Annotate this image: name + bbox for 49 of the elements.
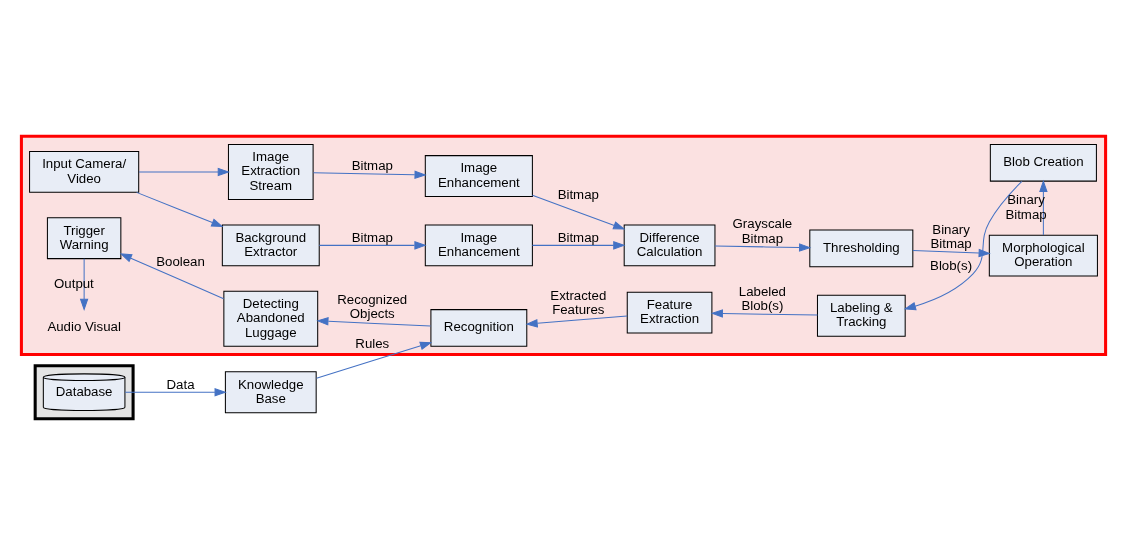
edge-label: Bitmap <box>351 229 393 245</box>
arrow <box>79 257 89 311</box>
node-text: Audio Visual <box>47 318 121 334</box>
arrow <box>531 194 626 229</box>
node-box: Morphological Operation <box>988 234 1098 276</box>
cluster <box>33 363 135 420</box>
node-box: Detecting Abandoned Luggage <box>223 290 319 347</box>
edge-label: Grayscale Bitmap <box>732 215 793 246</box>
arrow <box>318 240 427 250</box>
node-box: Labeling & Tracking <box>816 294 906 337</box>
edge-label: Bitmap <box>351 157 393 173</box>
edge-label: Blob(s) <box>930 257 973 273</box>
edge-label: Extracted Features <box>550 287 607 317</box>
arrow <box>1039 179 1048 235</box>
edge-label: Labeled Blob(s) <box>738 283 786 313</box>
node-box: Image Extraction Stream <box>227 143 314 200</box>
node-box: Input Camera/ Video <box>29 150 140 193</box>
node-box: Recognition <box>430 308 528 347</box>
node-box: Trigger Warning <box>46 216 122 259</box>
node-box: Background Extractor <box>221 223 320 266</box>
edge-label: Bitmap <box>557 229 599 245</box>
arrow <box>316 316 432 326</box>
arrow <box>138 167 230 176</box>
node-box: Image Enhancement <box>424 223 533 266</box>
arrow <box>136 191 224 227</box>
edge-label: Rules <box>355 335 390 351</box>
edge-label: Data <box>166 376 195 392</box>
edge-label: Recognized Objects <box>337 291 408 321</box>
arrow <box>119 252 225 299</box>
edge-label: Output <box>54 275 94 291</box>
node-box: Difference Calculation <box>623 223 716 266</box>
arrow <box>903 180 1023 310</box>
node-box: Thresholding <box>809 229 914 267</box>
arrow <box>531 240 626 250</box>
edge-label: Boolean <box>156 253 205 269</box>
node-box: Image Enhancement <box>424 154 533 197</box>
arrow <box>710 308 818 318</box>
arrow <box>912 248 991 257</box>
node-box: Feature Extraction <box>626 291 713 334</box>
node-box: Knowledge Base <box>224 370 317 413</box>
arrow <box>124 387 227 397</box>
edge-label: Bitmap <box>557 186 599 202</box>
arrow <box>316 341 433 379</box>
node-box: Blob Creation <box>989 143 1097 182</box>
cluster <box>19 134 1108 356</box>
arrow <box>525 315 628 328</box>
arrow <box>714 242 812 252</box>
arrow <box>313 169 427 179</box>
edge-label: Binary Bitmap <box>930 221 972 251</box>
